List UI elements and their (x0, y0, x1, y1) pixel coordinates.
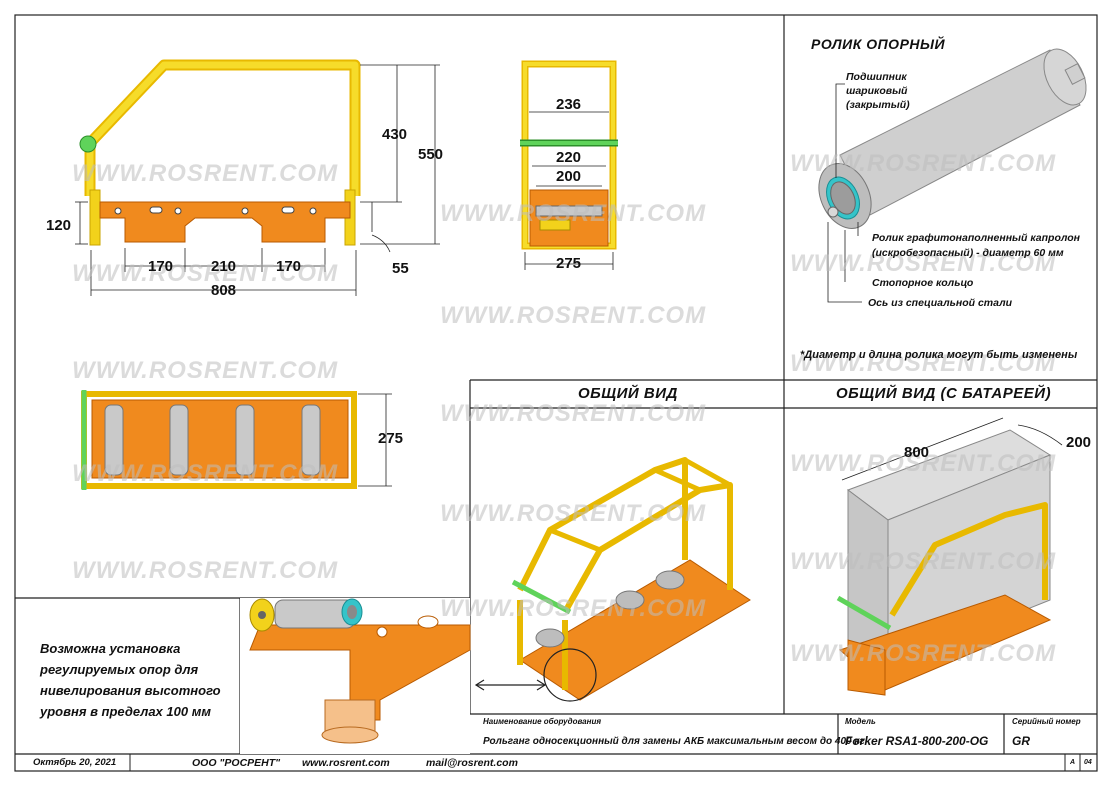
dim-210: 210 (211, 258, 237, 275)
bearing-label-1: Подшипник (846, 71, 907, 83)
detail-note-line: Возможна установка (40, 641, 181, 656)
watermark: WWW.ROSRENT.COM (440, 595, 707, 622)
watermark: WWW.ROSRENT.COM (440, 302, 707, 329)
roller-title: РОЛИК ОПОРНЫЙ (811, 36, 946, 52)
dim-200-iso: 200 (1066, 434, 1092, 451)
roller-drawing (818, 48, 1087, 303)
watermark: WWW.ROSRENT.COM (440, 200, 707, 227)
watermark: WWW.ROSRENT.COM (790, 250, 1057, 277)
dim-808: 808 (211, 282, 237, 299)
watermark: WWW.ROSRENT.COM (72, 460, 339, 487)
dim-170-right: 170 (276, 258, 302, 275)
detail-note: Возможна установка регулируемых опор для… (40, 638, 235, 722)
watermark: WWW.ROSRENT.COM (790, 548, 1057, 575)
sheet-number: 04 (1084, 759, 1092, 766)
dim-200: 200 (556, 168, 582, 185)
watermark: WWW.ROSRENT.COM (440, 500, 707, 527)
footer-website[interactable]: www.rosrent.com (302, 757, 390, 769)
watermark: WWW.ROSRENT.COM (72, 357, 339, 384)
dim-800: 800 (904, 444, 930, 461)
dim-275-top: 275 (378, 430, 404, 447)
sheet-format: A (1070, 759, 1076, 766)
dim-120: 120 (46, 217, 72, 234)
watermark: WWW.ROSRENT.COM (72, 557, 339, 584)
roller-note: *Диаметр и длина ролика могут быть измен… (800, 349, 1078, 361)
ring-label: Стопорное кольцо (872, 277, 974, 289)
side-view-drawing (520, 60, 618, 270)
top-view-drawing (81, 390, 392, 490)
dim-170-left: 170 (148, 258, 174, 275)
watermark: WWW.ROSRENT.COM (72, 260, 339, 287)
sheet-border (14, 14, 1098, 772)
detail-note-line: нивелирования высотного (40, 683, 221, 698)
material-label-2: (искробезопасный) - диаметр 60 мм (872, 247, 1064, 259)
watermark: WWW.ROSRENT.COM (790, 640, 1057, 667)
footer-date: Октябрь 20, 2021 (33, 757, 117, 768)
general-view-drawing (474, 457, 751, 702)
dim-220: 220 (556, 149, 582, 166)
general-battery-drawing (836, 417, 1063, 696)
watermark: WWW.ROSRENT.COM (790, 350, 1057, 377)
bearing-label-2: шариковый (846, 85, 908, 97)
general-view-title: ОБЩИЙ ВИД (578, 385, 678, 402)
model-value: Forker RSA1-800-200-OG (845, 734, 989, 748)
material-label-1: Ролик графитонаполненный капролон (872, 232, 1081, 244)
serial-label: Серийный номер (1012, 717, 1081, 726)
footer-company: ООО "РОСРЕНТ" (192, 757, 281, 769)
detail-note-line: уровня в пределах 100 мм (40, 704, 211, 719)
watermark: WWW.ROSRENT.COM (790, 450, 1057, 477)
dim-275-side: 275 (556, 255, 582, 272)
general-battery-title: ОБЩИЙ ВИД (С БАТАРЕЕЙ) (836, 385, 1052, 402)
detail-note-line: регулируемых опор для (40, 662, 199, 677)
bearing-label-3: (закрытый) (846, 99, 910, 111)
equipment-label: Наименование оборудования (483, 717, 602, 726)
footer-email[interactable]: mail@rosrent.com (426, 757, 518, 769)
axle-label: Ось из специальной стали (868, 297, 1013, 309)
model-label: Модель (845, 717, 876, 726)
front-view-drawing (75, 59, 440, 296)
watermark: WWW.ROSRENT.COM (440, 400, 707, 427)
dim-550: 550 (418, 146, 444, 163)
watermark: WWW.ROSRENT.COM (790, 150, 1057, 177)
dim-430: 430 (382, 126, 408, 143)
equipment-value: Рольганг односекционный для замены АКБ м… (483, 736, 865, 747)
watermark: WWW.ROSRENT.COM (72, 160, 339, 187)
serial-value: GR (1012, 734, 1030, 748)
dim-55: 55 (392, 260, 409, 277)
dim-236: 236 (556, 96, 582, 113)
detail-drawing (240, 598, 471, 754)
